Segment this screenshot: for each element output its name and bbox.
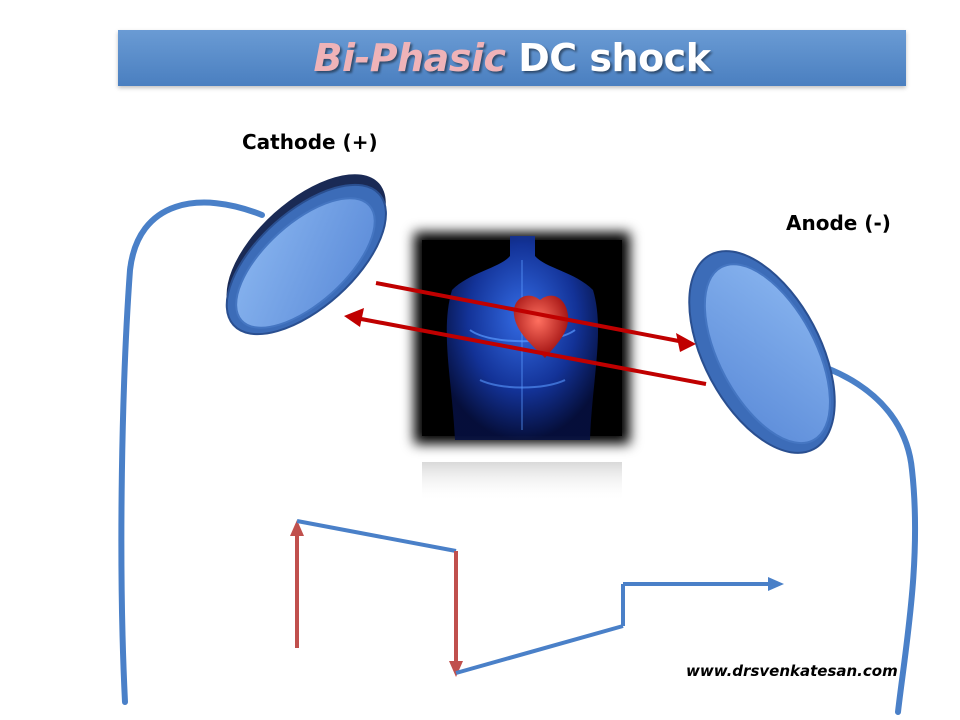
chest-image: [414, 232, 630, 502]
anode-paddle: [688, 250, 836, 454]
title-accent: Bi-Phasic: [313, 36, 506, 80]
title-main: DC shock: [518, 36, 711, 80]
cathode-wire: [118, 199, 265, 705]
biphasic-waveform: [290, 519, 784, 677]
slide-title: Bi-Phasic DC shock: [314, 36, 711, 80]
reverse-current-arrow: [355, 316, 707, 386]
website-credit: www.drsvenkatesan.com: [686, 662, 898, 680]
forward-current-arrow: [375, 281, 685, 344]
waveform-positive-decay: [296, 519, 457, 553]
waveform-negative-decay: [455, 624, 624, 675]
cathode-label: Cathode (+): [242, 130, 378, 154]
title-banner: Bi-Phasic DC shock: [118, 30, 906, 86]
current-arrows: [344, 281, 707, 386]
cathode-paddle: [225, 174, 387, 336]
anode-label: Anode (-): [786, 211, 891, 235]
